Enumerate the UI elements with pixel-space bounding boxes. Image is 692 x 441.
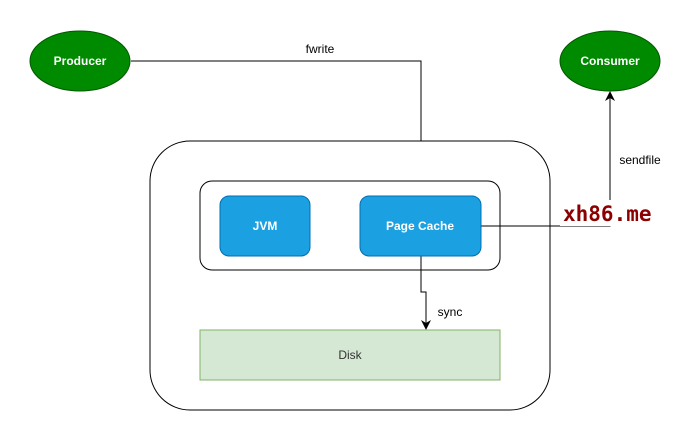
page-cache-node[interactable]: Page Cache bbox=[359, 195, 482, 257]
watermark-text: xh86.me bbox=[563, 202, 652, 226]
page-cache-box bbox=[359, 195, 482, 257]
jvm-box bbox=[219, 195, 311, 257]
consumer-label: Consumer bbox=[580, 54, 640, 68]
fwrite-edge bbox=[131, 60, 422, 141]
watermark-background bbox=[560, 200, 668, 226]
producer-node[interactable]: Producer bbox=[29, 30, 131, 92]
sync-edge bbox=[420, 256, 431, 330]
sendfile-label: sendfile bbox=[619, 153, 661, 167]
disk-box bbox=[199, 329, 501, 381]
producer-label: Producer bbox=[54, 54, 107, 68]
jvm-label: JVM bbox=[253, 219, 278, 233]
disk-node[interactable]: Disk bbox=[199, 329, 501, 381]
consumer-ellipse bbox=[559, 30, 661, 92]
producer-ellipse bbox=[29, 30, 131, 92]
fwrite-label: fwrite bbox=[306, 42, 335, 56]
disk-label: Disk bbox=[338, 348, 362, 362]
consumer-node[interactable]: Consumer bbox=[559, 30, 661, 92]
page-cache-label: Page Cache bbox=[386, 219, 454, 233]
sync-label: sync bbox=[438, 305, 463, 319]
jvm-node[interactable]: JVM bbox=[219, 195, 311, 257]
